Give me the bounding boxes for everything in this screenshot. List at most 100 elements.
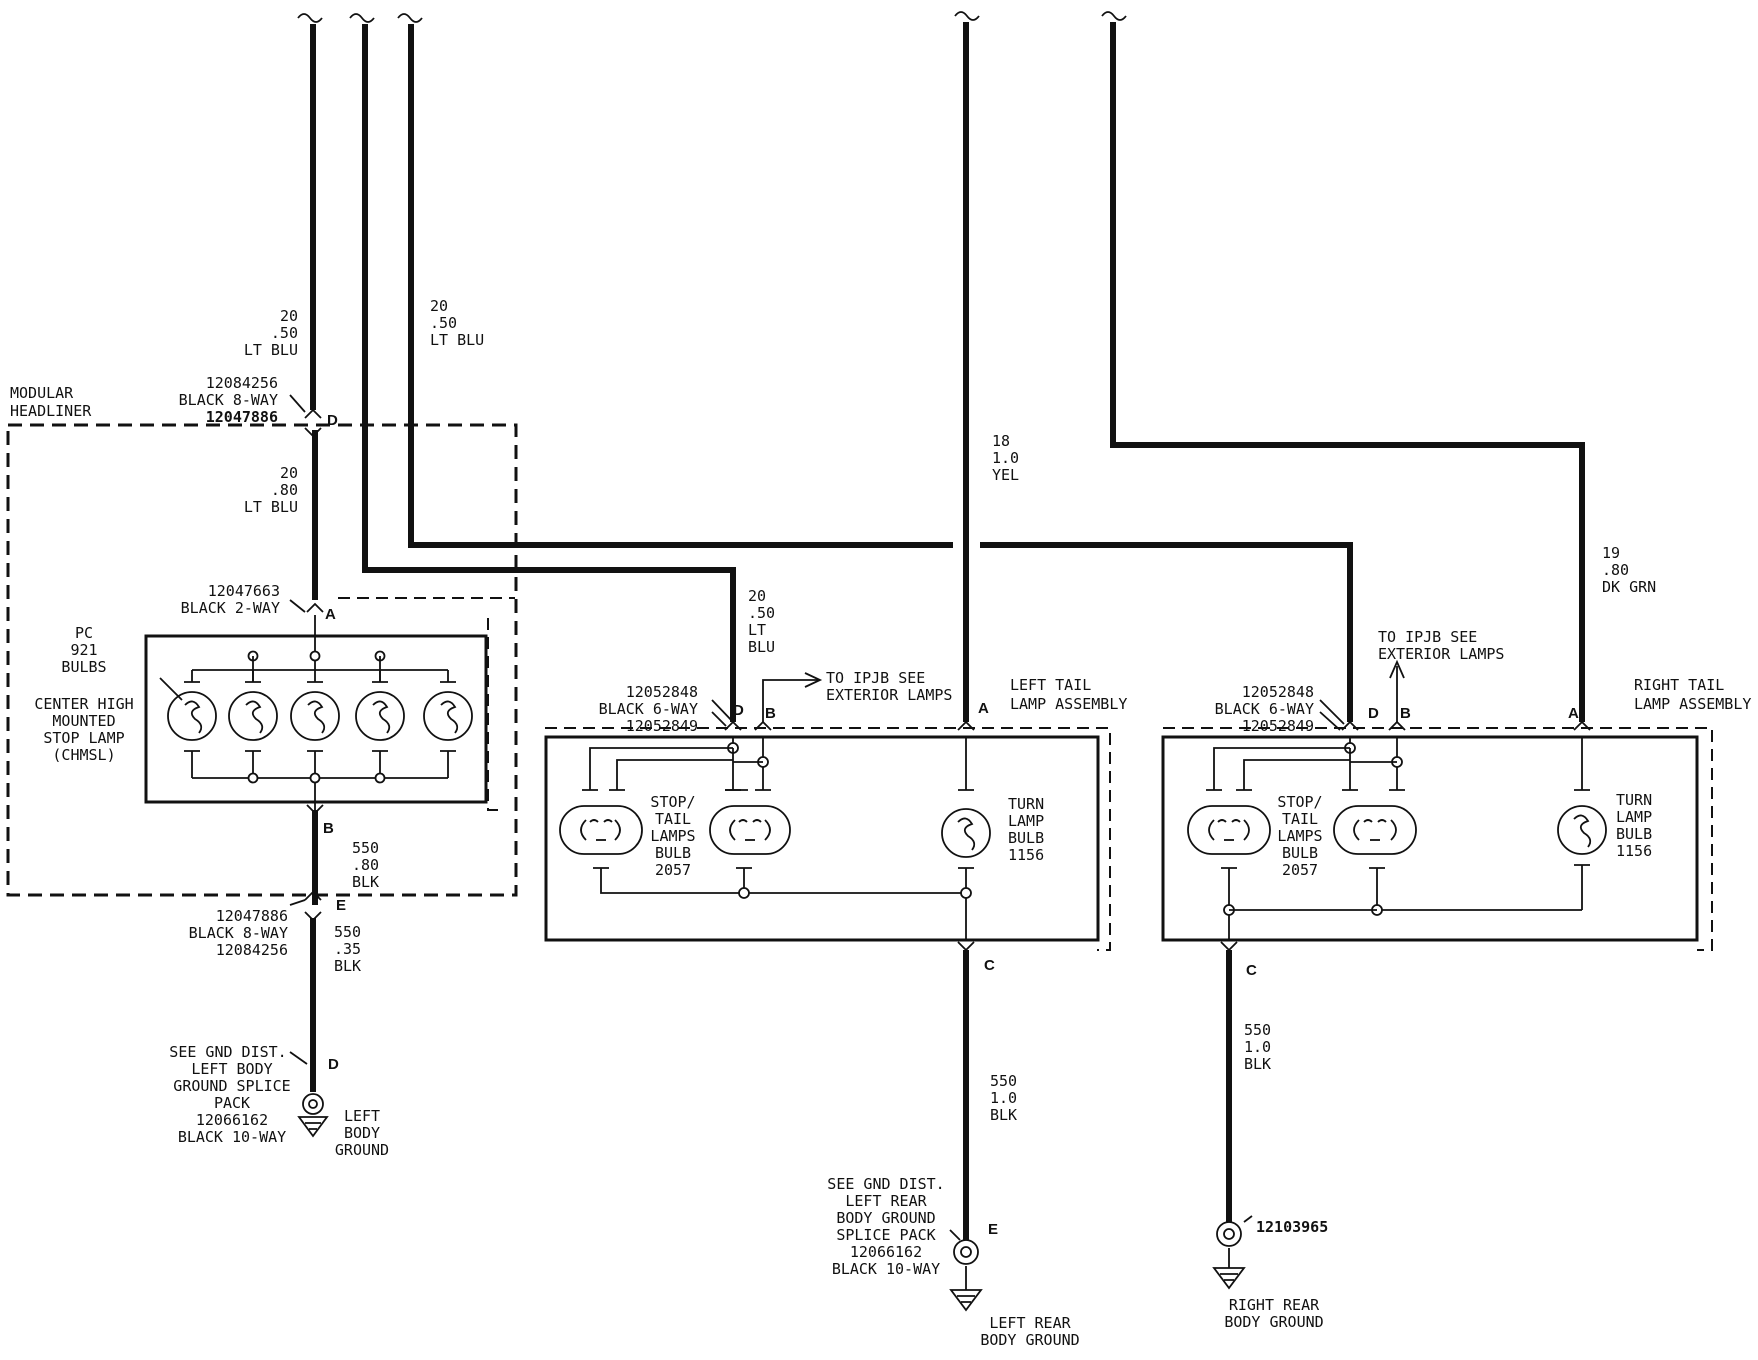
svg-text:LT BLU: LT BLU xyxy=(244,498,298,516)
left-tail-label: LEFT TAIL LAMP ASSEMBLY xyxy=(1010,676,1127,713)
svg-text:MODULAR: MODULAR xyxy=(10,384,74,402)
ground-icon xyxy=(297,1116,329,1138)
svg-text:(CHMSL): (CHMSL) xyxy=(52,746,115,764)
svg-text:18: 18 xyxy=(992,432,1010,450)
svg-text:12103965: 12103965 xyxy=(1256,1218,1328,1236)
left-tail-lamp-assembly xyxy=(544,672,1100,942)
svg-text:LAMPS: LAMPS xyxy=(1277,827,1322,845)
svg-text:TURN: TURN xyxy=(1008,795,1044,813)
svg-text:12066162: 12066162 xyxy=(850,1243,922,1261)
wire-label-20-50-b: 20 .50 LT BLU xyxy=(430,297,484,349)
chmsl-bulb xyxy=(228,670,278,778)
svg-text:BULB: BULB xyxy=(1282,844,1318,862)
gnd-left-rear-label: SEE GND DIST. LEFT REAR BODY GROUND SPLI… xyxy=(827,1175,944,1278)
svg-text:20: 20 xyxy=(430,297,448,315)
pin-letters: D A B E D D B A C E D B A C xyxy=(323,412,1579,1238)
svg-text:D: D xyxy=(327,412,338,429)
svg-text:LAMPS: LAMPS xyxy=(650,827,695,845)
left-rear-ground-label: LEFT REAR BODY GROUND xyxy=(980,1314,1079,1349)
svg-text:12052848: 12052848 xyxy=(626,683,698,701)
svg-text:TO IPJB SEE: TO IPJB SEE xyxy=(1378,628,1477,646)
svg-text:20: 20 xyxy=(280,307,298,325)
svg-text:TO IPJB SEE: TO IPJB SEE xyxy=(826,669,925,687)
svg-text:LT: LT xyxy=(748,621,766,639)
svg-text:SPLICE PACK: SPLICE PACK xyxy=(836,1226,935,1244)
svg-text:MOUNTED: MOUNTED xyxy=(52,712,115,730)
svg-text:SEE GND DIST.: SEE GND DIST. xyxy=(169,1043,286,1061)
svg-text:TAIL: TAIL xyxy=(1282,810,1318,828)
svg-text:LAMP ASSEMBLY: LAMP ASSEMBLY xyxy=(1010,695,1127,713)
svg-text:BLK: BLK xyxy=(334,957,361,975)
connector-label-left-tail: 12052848 BLACK 6-WAY 12052849 xyxy=(599,683,698,735)
svg-text:BLACK 10-WAY: BLACK 10-WAY xyxy=(832,1260,940,1278)
svg-text:1.0: 1.0 xyxy=(1244,1038,1271,1056)
left-body-ground-label: LEFT BODY GROUND xyxy=(335,1107,389,1159)
svg-text:RIGHT REAR: RIGHT REAR xyxy=(1229,1296,1320,1314)
svg-text:C: C xyxy=(984,957,995,974)
svg-text:HEADLINER: HEADLINER xyxy=(10,402,92,420)
wire-label-20-80: 20 .80 LT BLU xyxy=(244,464,298,516)
connector-label-chmsl: 12047663 BLACK 2-WAY xyxy=(181,582,280,617)
svg-text:1156: 1156 xyxy=(1616,842,1652,860)
svg-text:E: E xyxy=(336,897,346,914)
svg-text:550: 550 xyxy=(334,923,361,941)
svg-text:BULB: BULB xyxy=(1616,825,1652,843)
to-ipjb-right: TO IPJB SEE EXTERIOR LAMPS xyxy=(1378,628,1504,663)
svg-text:LT BLU: LT BLU xyxy=(430,331,484,349)
svg-text:D: D xyxy=(328,1056,339,1073)
wires xyxy=(310,22,1585,1240)
wire-label-18-yel: 18 1.0 YEL xyxy=(992,432,1019,484)
wire-label-550-right: 550 1.0 BLK xyxy=(1244,1021,1271,1073)
ground-symbols xyxy=(289,394,1253,1312)
svg-text:BLACK 8-WAY: BLACK 8-WAY xyxy=(189,924,288,942)
dashed-outlines xyxy=(6,423,1713,951)
modular-headliner-outline xyxy=(6,423,518,897)
right-rear-ground-label: RIGHT REAR BODY GROUND xyxy=(1224,1296,1323,1331)
svg-text:A: A xyxy=(325,606,336,623)
ground-icon xyxy=(1212,1267,1246,1290)
svg-text:STOP LAMP: STOP LAMP xyxy=(43,729,124,747)
svg-text:GROUND: GROUND xyxy=(335,1141,389,1159)
svg-text:12052848: 12052848 xyxy=(1242,683,1314,701)
right-tail-label: RIGHT TAIL LAMP ASSEMBLY xyxy=(1634,676,1751,713)
svg-text:LEFT: LEFT xyxy=(344,1107,380,1125)
ground-icon xyxy=(949,1289,983,1312)
svg-text:.50: .50 xyxy=(271,324,298,342)
to-ipjb-left: TO IPJB SEE EXTERIOR LAMPS xyxy=(826,669,952,704)
svg-text:550: 550 xyxy=(1244,1021,1271,1039)
svg-text:B: B xyxy=(323,820,334,837)
svg-text:DK GRN: DK GRN xyxy=(1602,578,1656,596)
svg-text:EXTERIOR LAMPS: EXTERIOR LAMPS xyxy=(1378,645,1504,663)
modular-headliner-label: MODULAR HEADLINER xyxy=(10,384,92,420)
svg-text:20: 20 xyxy=(280,464,298,482)
svg-text:12047886: 12047886 xyxy=(206,408,278,426)
ground-ring xyxy=(1216,1221,1242,1247)
svg-text:PC: PC xyxy=(75,624,93,642)
svg-text:BLACK 8-WAY: BLACK 8-WAY xyxy=(179,391,278,409)
left-turn-label: TURN LAMP BULB 1156 xyxy=(1008,795,1044,864)
right-stop-tail-label: STOP/ TAIL LAMPS BULB 2057 xyxy=(1277,793,1322,879)
svg-text:BODY GROUND: BODY GROUND xyxy=(836,1209,935,1227)
svg-text:TURN: TURN xyxy=(1616,791,1652,809)
svg-text:E: E xyxy=(988,1221,998,1238)
svg-text:PACK: PACK xyxy=(214,1094,250,1112)
svg-text:1156: 1156 xyxy=(1008,846,1044,864)
svg-text:B: B xyxy=(1400,705,1411,722)
svg-text:BULB: BULB xyxy=(1008,829,1044,847)
svg-text:STOP/: STOP/ xyxy=(1277,793,1322,811)
svg-text:LT BLU: LT BLU xyxy=(244,341,298,359)
svg-text:20: 20 xyxy=(748,587,766,605)
svg-text:BULBS: BULBS xyxy=(61,658,106,676)
right-turn-label: TURN LAMP BULB 1156 xyxy=(1616,791,1652,860)
svg-text:GROUND SPLICE: GROUND SPLICE xyxy=(173,1077,290,1095)
ground-ring xyxy=(953,1239,979,1265)
chmsl-bulb xyxy=(167,670,217,778)
svg-text:A: A xyxy=(978,700,989,717)
svg-text:1.0: 1.0 xyxy=(990,1089,1017,1107)
svg-text:12052849: 12052849 xyxy=(626,717,698,735)
chmsl-label: CENTER HIGH MOUNTED STOP LAMP (CHMSL) xyxy=(34,695,133,764)
svg-text:BLACK 2-WAY: BLACK 2-WAY xyxy=(181,599,280,617)
svg-text:LAMP ASSEMBLY: LAMP ASSEMBLY xyxy=(1634,695,1751,713)
wire-label-550-80: 550 .80 BLK xyxy=(352,839,379,891)
connector-label-top-left: 12084256 BLACK 8-WAY 12047886 xyxy=(179,374,278,426)
